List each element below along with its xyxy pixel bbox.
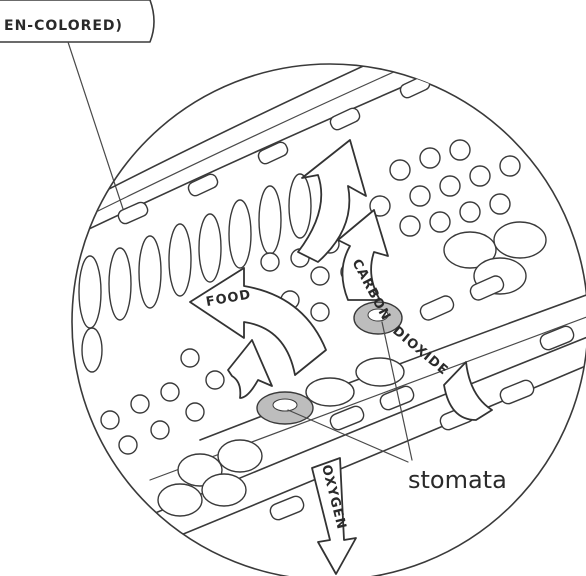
stoma-entry-arrow (228, 340, 272, 398)
callout-bubble: EN-COLORED) (0, 0, 154, 212)
stomata-label: stomata (408, 466, 507, 494)
oxygen-arrow: OXYGEN (312, 458, 356, 574)
callout-label: EN-COLORED) (4, 18, 123, 34)
palisade-cells (49, 174, 311, 382)
